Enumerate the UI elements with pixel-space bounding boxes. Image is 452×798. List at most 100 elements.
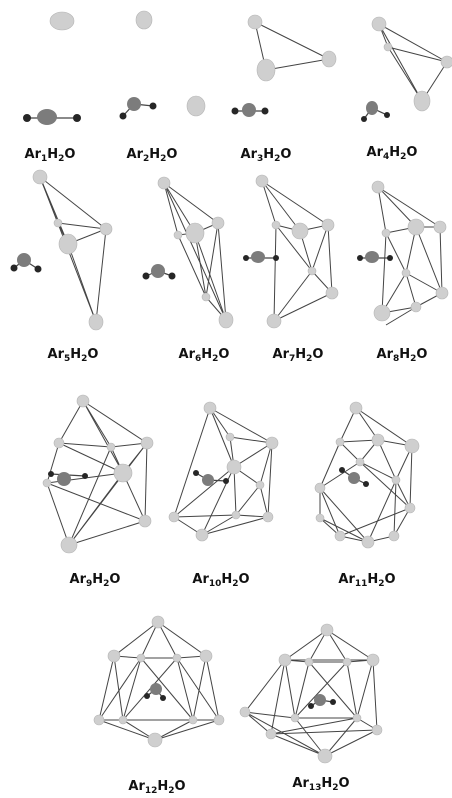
- ar-ar-bond: [356, 659, 374, 719]
- cluster-ar8-diagram: [357, 180, 449, 326]
- argon-atom: [271, 220, 281, 230]
- argon-atom: [172, 653, 182, 663]
- argon-atom: [349, 401, 363, 415]
- argon-atom: [304, 657, 314, 667]
- ar-ar-bond: [387, 46, 423, 102]
- argon-atom: [255, 174, 269, 188]
- ar-ar-bond: [267, 442, 273, 518]
- argon-atom: [373, 304, 391, 322]
- ar-ar-bond: [355, 407, 379, 441]
- ar-ar-bond: [68, 520, 146, 546]
- ar-ar-bond: [82, 400, 124, 474]
- ar-ar-bond: [270, 717, 358, 735]
- ar-ar-bond: [405, 272, 443, 294]
- ar-ar-bond: [46, 482, 146, 522]
- ar-ar-bond: [244, 659, 286, 713]
- argon-atom: [266, 313, 282, 329]
- argon-atom: [256, 58, 276, 82]
- ar-ar-bond: [359, 461, 411, 509]
- argon-atom: [361, 535, 375, 549]
- hydrogen-atom: [387, 255, 393, 261]
- ar-ar-bond: [82, 400, 148, 444]
- ar-ar-bond: [393, 507, 411, 537]
- argon-atom: [321, 50, 337, 68]
- argon-atom: [404, 438, 420, 454]
- cluster-label-ar1: Ar1H2O: [24, 147, 76, 164]
- argon-atom: [265, 728, 277, 740]
- ar-ar-bond: [385, 232, 407, 274]
- ar-ar-bond: [261, 180, 277, 226]
- argon-atom: [53, 437, 65, 449]
- argon-atom: [140, 436, 154, 450]
- cluster-ar4-diagram: [361, 16, 452, 122]
- ar-ar-bond: [377, 186, 387, 234]
- hydrogen-atom: [168, 272, 176, 280]
- hydrogen-atom: [223, 478, 229, 484]
- argon-atom: [352, 713, 362, 723]
- ar-ar-bond: [58, 442, 124, 474]
- ar-ar-bond: [113, 621, 159, 657]
- argon-atom: [291, 222, 309, 240]
- ar-ar-bond: [157, 621, 178, 659]
- argon-atom: [440, 55, 452, 69]
- argon-atom: [355, 457, 365, 467]
- argon-atom: [307, 266, 317, 276]
- hydrogen-atom: [10, 264, 18, 272]
- argon-atom: [218, 311, 234, 329]
- ar-ar-bond: [235, 484, 261, 516]
- hydrogen-atom: [339, 467, 345, 473]
- oxygen-atom: [365, 251, 379, 263]
- argon-atom: [118, 715, 128, 725]
- argon-atom: [371, 180, 385, 194]
- argon-atom: [433, 220, 447, 234]
- ar-ar-bond: [192, 655, 207, 721]
- ar-ar-bond: [163, 182, 227, 321]
- ar-ar-bond: [270, 729, 378, 735]
- ar-ar-bond: [176, 657, 194, 721]
- ar-ar-bond: [157, 621, 207, 657]
- ar-ar-bond: [273, 270, 313, 322]
- argon-atom: [211, 216, 225, 230]
- argon-atom: [188, 715, 198, 725]
- argon-atom: [404, 502, 416, 514]
- hydrogen-atom: [231, 107, 239, 115]
- ar-ar-bond: [233, 466, 237, 516]
- ar-ar-bond: [229, 436, 273, 444]
- argon-atom: [201, 292, 211, 302]
- ar-ar-bond: [294, 661, 310, 719]
- ar-ar-bond: [387, 46, 448, 63]
- ar-ar-bond: [122, 657, 142, 721]
- ar-ar-bond: [405, 272, 417, 308]
- ar-ar-bond: [68, 442, 148, 546]
- argon-atom: [435, 286, 449, 300]
- ar-ar-bond: [39, 176, 107, 230]
- argon-atom: [231, 510, 241, 520]
- cluster-label-ar5: Ar5H2O: [47, 347, 99, 364]
- ar-ar-bond: [439, 226, 443, 294]
- argon-atom: [265, 436, 279, 450]
- hydrogen-atom: [34, 265, 42, 273]
- argon-atom: [342, 657, 352, 667]
- ar-ar-bond: [327, 224, 333, 294]
- ar-ar-bond: [209, 407, 235, 468]
- argon-atom: [151, 615, 165, 629]
- hydrogen-atom: [273, 255, 279, 261]
- cluster-ar12-diagram: [93, 615, 225, 748]
- argon-atom: [371, 724, 383, 736]
- argon-atom: [136, 653, 146, 663]
- cluster-label-ar7: Ar7H2O: [272, 347, 324, 364]
- ar-ar-bond: [57, 222, 107, 230]
- ar-ar-bond: [201, 516, 269, 536]
- ar-ar-bond: [233, 442, 273, 468]
- ar-ar-bond: [359, 461, 397, 481]
- ar-ar-bond: [201, 514, 237, 536]
- ar-ar-bond: [205, 655, 220, 721]
- ar-ar-bond: [270, 659, 286, 735]
- ar-ar-bond: [217, 222, 227, 321]
- argon-atom: [262, 511, 274, 523]
- ar-ar-bond: [270, 733, 326, 757]
- ar-ar-bond: [58, 400, 84, 444]
- argon-atom: [203, 401, 217, 415]
- cluster-ar9-diagram: [42, 394, 154, 554]
- ar-ar-bond: [378, 23, 423, 102]
